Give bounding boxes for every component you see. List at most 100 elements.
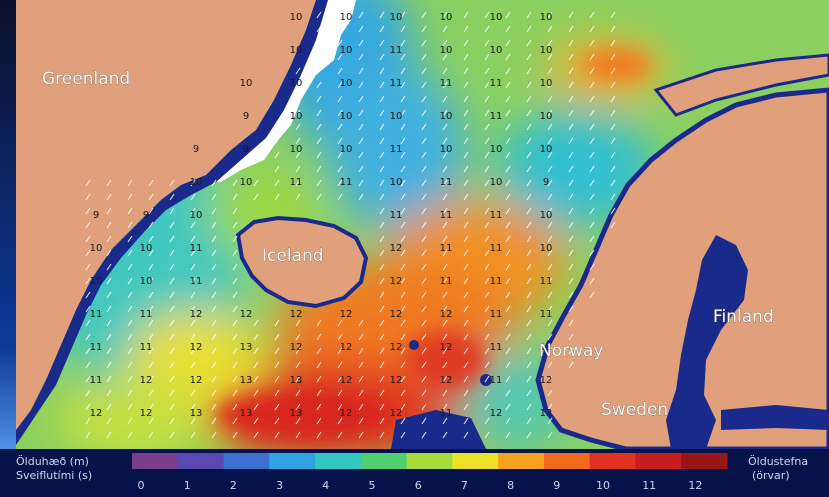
direction-arrow [463, 291, 469, 299]
direction-arrow [106, 431, 112, 439]
direction-arrow [232, 375, 238, 383]
period-value: 10 [190, 210, 203, 221]
direction-arrow [232, 179, 238, 187]
direction-arrow [127, 347, 133, 355]
period-value: 11 [490, 375, 503, 386]
legend-tick-label: 9 [553, 479, 560, 492]
direction-arrow [127, 291, 133, 299]
direction-arrow [379, 207, 385, 215]
direction-arrow [232, 291, 238, 299]
direction-arrow [568, 67, 574, 75]
direction-arrow [316, 417, 322, 425]
direction-arrow [526, 403, 532, 411]
direction-arrow [526, 81, 532, 89]
direction-arrow [127, 361, 133, 369]
direction-arrow [547, 165, 553, 173]
direction-arrow [400, 53, 406, 61]
direction-arrow [106, 193, 112, 201]
period-value: 11 [490, 78, 503, 89]
direction-arrow [547, 193, 553, 201]
direction-arrow [337, 123, 343, 131]
direction-arrow [505, 151, 511, 159]
direction-arrow [526, 389, 532, 397]
direction-arrow [610, 39, 616, 47]
period-value: 10 [490, 12, 503, 23]
direction-arrow [379, 277, 385, 285]
direction-arrow [505, 67, 511, 75]
legend-swatch [543, 453, 591, 469]
legend-tick-label: 12 [688, 479, 702, 492]
direction-arrow [337, 431, 343, 439]
direction-arrow [463, 67, 469, 75]
direction-arrow [442, 81, 448, 89]
period-value: 13 [190, 408, 203, 419]
direction-arrow [484, 81, 490, 89]
direction-arrow [190, 361, 196, 369]
direction-arrow [400, 221, 406, 229]
direction-arrow [400, 81, 406, 89]
direction-arrow [442, 417, 448, 425]
direction-arrow [568, 249, 574, 257]
direction-arrow [421, 221, 427, 229]
direction-arrow [169, 179, 175, 187]
direction-arrow [190, 207, 196, 215]
direction-arrow [85, 431, 91, 439]
direction-arrow [127, 193, 133, 201]
direction-arrow [148, 263, 154, 271]
direction-arrow [358, 137, 364, 145]
direction-arrow [295, 417, 301, 425]
direction-arrow [106, 403, 112, 411]
period-value: 10 [140, 243, 153, 254]
direction-arrow [400, 347, 406, 355]
direction-arrow [463, 193, 469, 201]
period-value: 12 [340, 408, 353, 419]
period-value: 9 [243, 144, 249, 155]
direction-arrow [505, 39, 511, 47]
direction-arrow [169, 389, 175, 397]
direction-arrow [295, 67, 301, 75]
direction-arrow [589, 277, 595, 285]
direction-arrow [568, 361, 574, 369]
period-value: 11 [540, 342, 553, 353]
direction-arrow [295, 165, 301, 173]
direction-arrow [337, 81, 343, 89]
direction-arrow [442, 431, 448, 439]
direction-arrow [253, 389, 259, 397]
direction-arrow [505, 235, 511, 243]
direction-arrow [211, 193, 217, 201]
direction-arrow [232, 417, 238, 425]
direction-arrow [232, 389, 238, 397]
direction-arrow [547, 305, 553, 313]
period-value: 11 [140, 342, 153, 353]
legend-swatch [589, 453, 636, 469]
direction-arrow [505, 277, 511, 285]
period-value: 10 [440, 144, 453, 155]
direction-arrow [463, 417, 469, 425]
direction-arrow [295, 333, 301, 341]
direction-arrow [379, 235, 385, 243]
direction-arrow [295, 109, 301, 117]
direction-arrow [463, 25, 469, 33]
direction-arrow [421, 375, 427, 383]
direction-arrow [358, 11, 364, 19]
direction-arrow [421, 137, 427, 145]
direction-arrow [400, 11, 406, 19]
period-value: 12 [290, 309, 303, 320]
direction-arrow [337, 179, 343, 187]
direction-arrow [505, 319, 511, 327]
direction-arrow [379, 25, 385, 33]
period-value: 11 [490, 276, 503, 287]
period-value: 10 [440, 111, 453, 122]
direction-arrow [547, 137, 553, 145]
direction-arrow [442, 123, 448, 131]
direction-arrow [463, 137, 469, 145]
direction-arrow [505, 291, 511, 299]
direction-arrow [295, 151, 301, 159]
direction-arrow [610, 95, 616, 103]
direction-arrow [589, 67, 595, 75]
direction-arrow [442, 291, 448, 299]
legend-tick-label: 8 [507, 479, 514, 492]
direction-arrow [85, 179, 91, 187]
direction-arrow [358, 95, 364, 103]
direction-arrow [442, 263, 448, 271]
